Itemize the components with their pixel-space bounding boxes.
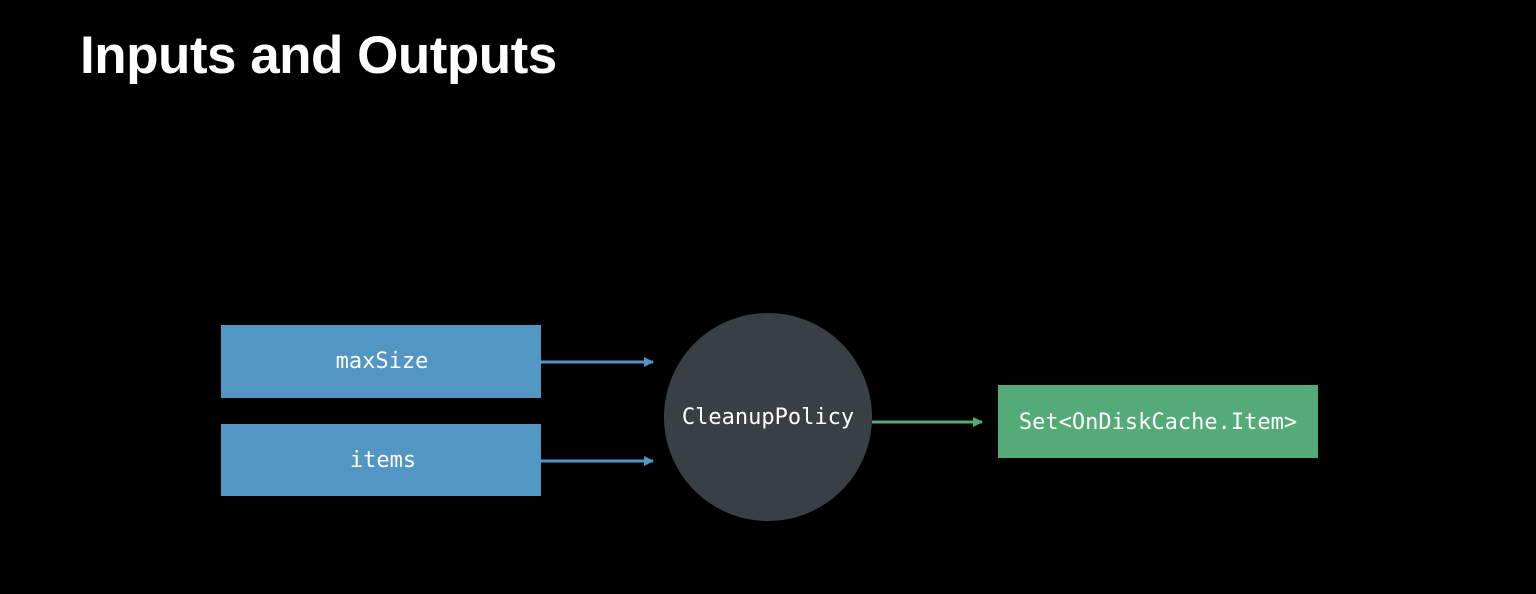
input-label-items: items: [350, 448, 416, 473]
output-node-set: Set<OnDiskCache.Item>: [998, 385, 1318, 458]
output-box: [998, 385, 1318, 458]
input-box-items: [221, 424, 541, 496]
input-box-maxsize: [221, 325, 541, 398]
process-label: CleanupPolicy: [682, 405, 854, 430]
slide-title: Inputs and Outputs: [80, 26, 557, 85]
input-node-maxsize: maxSize: [221, 325, 541, 398]
input-label-maxsize: maxSize: [336, 349, 429, 374]
process-node-cleanuppolicy: CleanupPolicy: [664, 313, 872, 521]
output-label: Set<OnDiskCache.Item>: [1019, 410, 1297, 435]
input-node-items: items: [221, 424, 541, 496]
process-circle: [664, 313, 872, 521]
